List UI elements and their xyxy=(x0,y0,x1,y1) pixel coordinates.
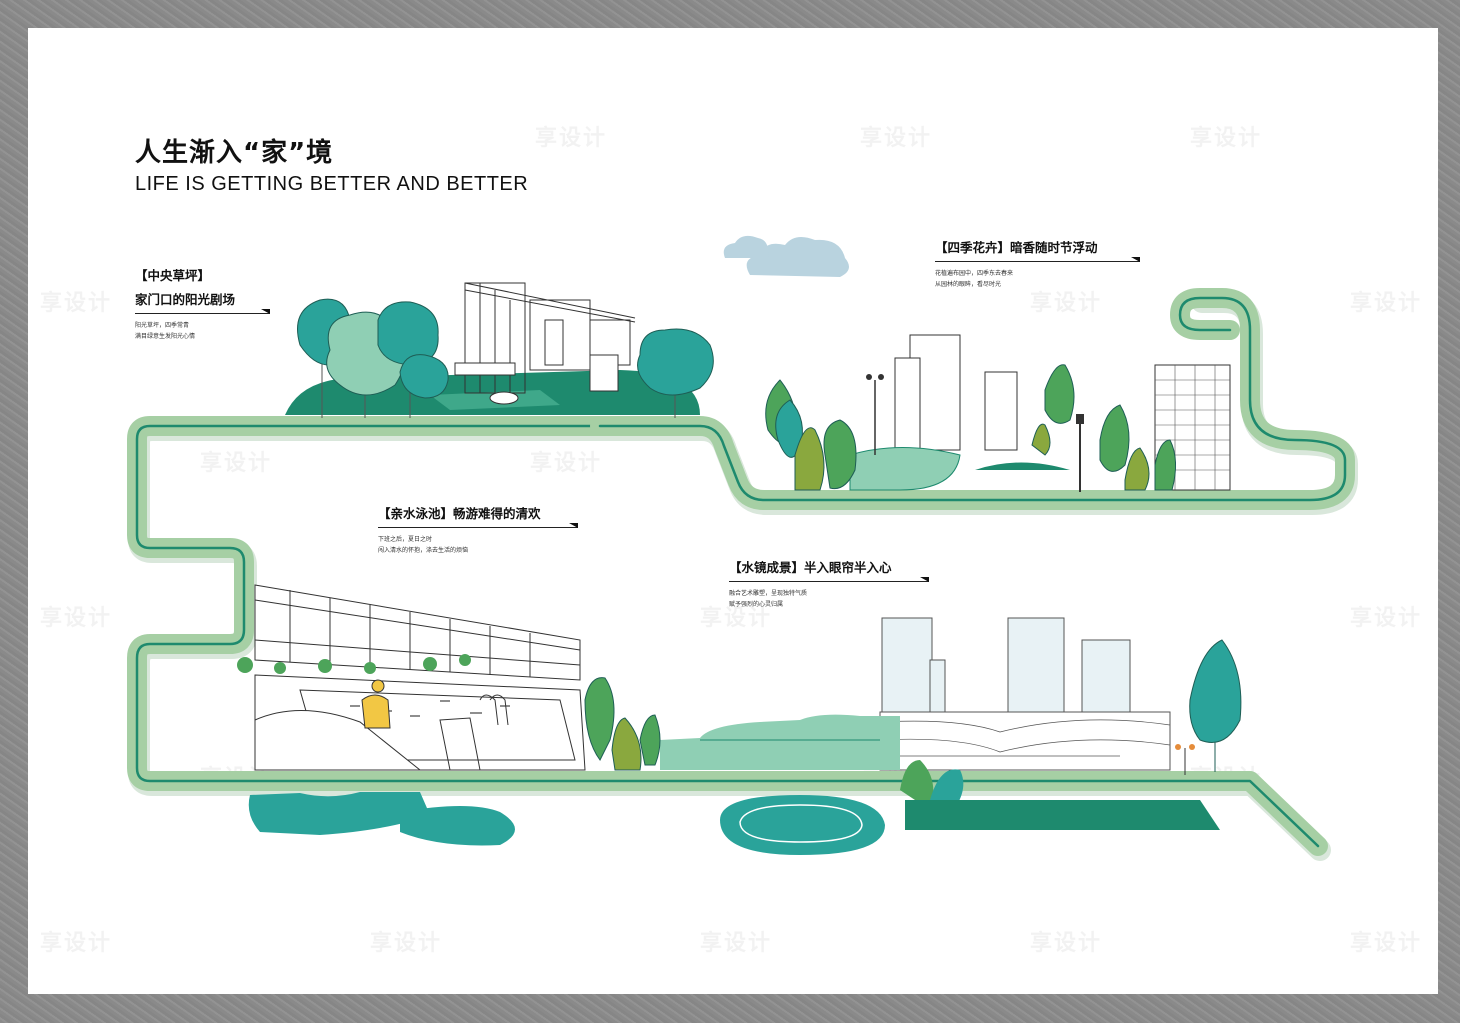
lawn-trees xyxy=(297,298,714,418)
swimmer-figure xyxy=(361,679,391,729)
pool-heading: 【亲水泳池】畅游难得的清欢 xyxy=(378,506,541,521)
poster-subtitle: LIFE IS GETTING BETTER AND BETTER xyxy=(135,173,529,195)
winding-path-upper xyxy=(590,288,1355,510)
flowers-heading: 【四季花卉】暗香随时节浮动 xyxy=(935,240,1098,255)
watermark: 享设计 xyxy=(200,451,273,476)
section-flowers: 【四季花卉】暗香随时节浮动 花植遍布园中，四季东去春来 从园林的眼眸，看尽时光 xyxy=(935,237,1140,290)
watermark: 享设计 xyxy=(1190,126,1263,151)
lawn-desc-2: 满目绿意生发阳光心情 xyxy=(135,333,196,340)
section-mirror: 【水镜成景】半入眼帘半入心 融合艺术雕塑，呈现独特气质 赋予强烈的心灵归属 xyxy=(729,557,929,610)
flowers-rule xyxy=(935,257,1140,262)
lawn-scene xyxy=(285,282,714,418)
watermark: 享设计 xyxy=(40,291,113,316)
pool-scene xyxy=(237,584,586,771)
pool-desc-1: 下班之后，夏日之时 xyxy=(378,536,433,543)
flowers-desc-1: 花植遍布园中，四季东去春来 xyxy=(935,270,1014,277)
watermark: 享设计 xyxy=(1350,931,1423,956)
pool-trees xyxy=(237,654,471,674)
mirror-trees xyxy=(584,639,1242,815)
watermark: 享设计 xyxy=(535,126,608,151)
mirror-desc-1: 融合艺术雕塑，呈现独特气质 xyxy=(729,590,808,597)
watermark: 享设计 xyxy=(700,606,773,631)
watermark: 享设计 xyxy=(1030,291,1103,316)
flower-trees xyxy=(765,364,1176,491)
watermark: 享设计 xyxy=(40,606,113,631)
watermark: 享设计 xyxy=(40,931,113,956)
cloud-icon xyxy=(723,235,849,277)
poster-title: 人生渐入“家”境 xyxy=(135,138,334,168)
flowers-desc-2: 从园林的眼眸，看尽时光 xyxy=(935,281,1002,288)
mirror-scene xyxy=(584,617,1242,815)
section-pool: 【亲水泳池】畅游难得的清欢 下班之后，夏日之时 闯入清水的怀抱，涤去生活的烦恼 xyxy=(378,503,578,556)
watermark: 享设计 xyxy=(700,931,773,956)
water-reflections xyxy=(248,792,1220,855)
mirror-heading: 【水镜成景】半入眼帘半入心 xyxy=(729,560,892,575)
watermark: 享设计 xyxy=(1350,291,1423,316)
flowers-scene xyxy=(723,235,1231,492)
mirror-desc-2: 赋予强烈的心灵归属 xyxy=(729,601,784,608)
lawn-rule xyxy=(135,309,270,314)
watermark: 享设计 xyxy=(1030,931,1103,956)
watermark: 享设计 xyxy=(530,451,603,476)
watermark: 享设计 xyxy=(370,931,443,956)
lawn-tagline: 家门口的阳光剧场 xyxy=(135,292,236,307)
lawn-heading: 【中央草坪】 xyxy=(135,268,211,283)
watermark: 享设计 xyxy=(860,126,933,151)
section-lawn: 【中央草坪】 家门口的阳光剧场 阳光草坪，四季常青 满目绿意生发阳光心情 xyxy=(135,265,270,342)
watermark: 享设计 xyxy=(1350,606,1423,631)
lawn-desc-1: 阳光草坪，四季常青 xyxy=(135,322,190,329)
pool-desc-2: 闯入清水的怀抱，涤去生活的烦恼 xyxy=(378,547,469,554)
pool-rule xyxy=(378,523,578,528)
mirror-rule xyxy=(729,577,929,582)
